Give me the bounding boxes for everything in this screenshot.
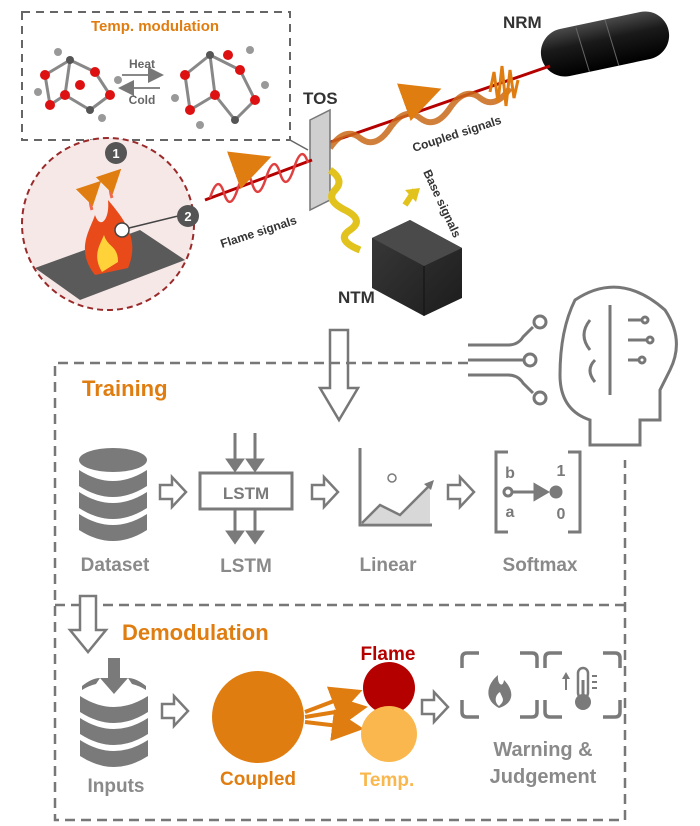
tos-leader-line (289, 139, 309, 151)
outer-dashed-frame (53, 361, 627, 822)
demodulation-title: Demodulation (122, 620, 269, 645)
marker-2-leader (128, 215, 179, 229)
fire-warning-icon (460, 651, 539, 719)
coupled-direction-arrow (396, 83, 442, 122)
ntm-device (372, 220, 462, 316)
marker-1-text: 1 (112, 146, 119, 161)
fire-icon-inner (495, 692, 503, 706)
softmax-icon (494, 450, 582, 534)
fire-icon (488, 675, 512, 708)
flame-signals-label: Flame signals (219, 213, 299, 251)
thermometer-warning-icon (543, 651, 622, 719)
cold-label: Cold (129, 93, 156, 107)
softmax-1: 1 (557, 463, 566, 480)
flame-inner (97, 235, 118, 272)
training-title: Training (82, 376, 168, 401)
temp-modulation-box (21, 11, 291, 141)
arrow-lstm-linear (310, 473, 340, 511)
flame-label: Flame (361, 644, 416, 665)
thermometer-icon (562, 666, 597, 710)
sensor-point (114, 222, 130, 238)
flame-signal-helix (208, 153, 310, 203)
warning-label-line1: Warning & (493, 739, 592, 761)
brain-circuit-icon (468, 285, 678, 447)
flame-outer (84, 200, 133, 275)
softmax-label: Softmax (503, 555, 578, 576)
arrow-to-warning (420, 688, 450, 726)
dataset-label: Dataset (81, 555, 150, 576)
coupled-signal-burst (488, 65, 520, 107)
nrm-label: NRM (503, 13, 542, 32)
heat-label: Heat (129, 57, 155, 71)
nrm-device (540, 11, 670, 77)
arrow-linear-softmax (446, 473, 476, 511)
marker-2-badge (177, 205, 199, 227)
database-icon (79, 448, 147, 541)
base-signal-wave (327, 167, 362, 254)
arrow-dataset-lstm (158, 473, 188, 511)
softmax-a: a (506, 504, 515, 521)
split-arrow-lower (304, 709, 364, 742)
down-arrow-to-demod (67, 594, 109, 654)
coupled-label: Coupled (220, 769, 296, 790)
marker-2-text: 2 (184, 209, 191, 224)
softmax-0: 0 (557, 506, 566, 523)
molecule-right (171, 46, 269, 129)
inputs-label: Inputs (88, 776, 145, 797)
arrow-inputs-coupled (160, 692, 190, 730)
tos-label: TOS (303, 89, 338, 108)
linear-chart-icon (358, 448, 434, 527)
heat-wave-2 (95, 168, 122, 199)
base-arrow-head (405, 188, 420, 202)
coupled-circle (212, 671, 304, 763)
temp-circle (361, 706, 417, 762)
marker-1-badge (105, 142, 127, 164)
warning-label-line2: Judgement (490, 766, 597, 788)
down-arrow-to-training (317, 328, 361, 423)
tos-plate (309, 108, 331, 212)
molecule-left (34, 48, 122, 122)
linear-label: Linear (359, 555, 417, 576)
flame-direction-arrow (226, 151, 272, 190)
lstm-block (198, 433, 294, 545)
ntm-label: NTM (338, 288, 375, 307)
temp-modulation-label: Temp. modulation (91, 18, 219, 35)
temp-label: Temp. (360, 770, 415, 791)
flame-circle (363, 662, 415, 714)
inputs-icon (80, 658, 148, 767)
softmax-b: b (505, 465, 515, 482)
heat-wave-1 (75, 180, 102, 211)
lstm-box-text: LSTM (223, 484, 269, 503)
lstm-label: LSTM (220, 556, 272, 577)
